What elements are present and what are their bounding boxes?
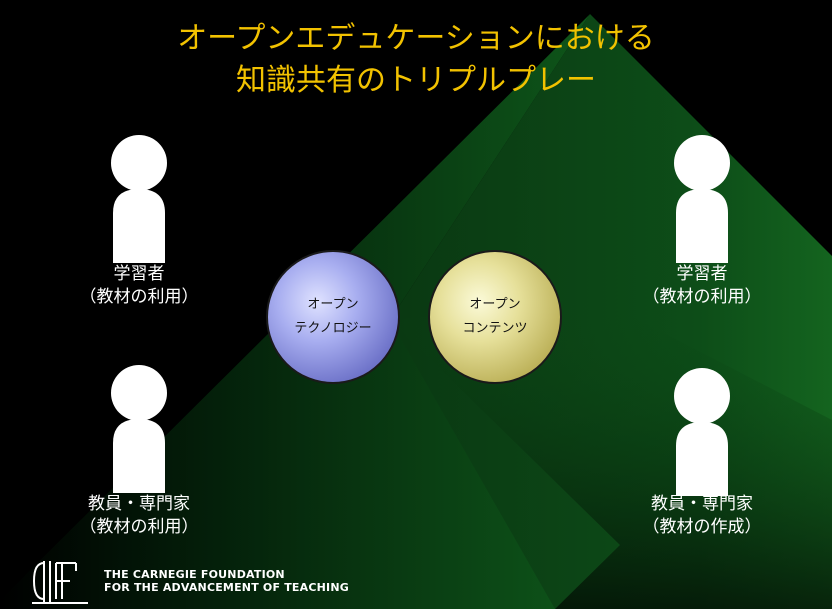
slide-title: オープンエデュケーションにおける 知識共有のトリプルプレー [0, 18, 832, 102]
open-content-circle: オープン コンテンツ [428, 250, 562, 384]
label-line-2: （教材の利用） [79, 517, 199, 537]
org-line-1: THE CARNEGIE FOUNDATION [104, 568, 285, 581]
label-line-2: （教材の利用） [642, 287, 762, 307]
circle-line-1: オープン [307, 297, 359, 312]
person-icon [674, 135, 730, 263]
label-line-2: （教材の利用） [79, 287, 199, 307]
label-line-1: 学習者 [676, 264, 728, 284]
teacher-label-left: 教員・専門家 （教材の利用） [19, 493, 259, 539]
title-line-1: オープンエデュケーションにおける [177, 21, 655, 56]
learner-label-left: 学習者 （教材の利用） [19, 263, 259, 309]
circle-line-2: コンテンツ [462, 321, 528, 336]
label-line-2: （教材の作成） [642, 517, 762, 537]
org-line-2: FOR THE ADVANCEMENT OF TEACHING [104, 581, 349, 594]
organization-name: THE CARNEGIE FOUNDATION FOR THE ADVANCEM… [104, 568, 349, 594]
teacher-label-right: 教員・専門家 （教材の作成） [582, 493, 822, 539]
circle-line-2: テクノロジー [294, 321, 372, 336]
label-line-1: 教員・専門家 [651, 494, 753, 514]
label-line-1: 教員・専門家 [88, 494, 190, 514]
person-icon [111, 135, 167, 263]
learner-label-right: 学習者 （教材の利用） [582, 263, 822, 309]
person-icon [111, 365, 167, 493]
open-technology-circle: オープン テクノロジー [266, 250, 400, 384]
carnegie-logo [32, 561, 88, 604]
title-line-2: 知識共有のトリプルプレー [236, 63, 596, 98]
circle-line-1: オープン [469, 297, 521, 312]
person-icon [674, 368, 730, 496]
label-line-1: 学習者 [113, 264, 165, 284]
